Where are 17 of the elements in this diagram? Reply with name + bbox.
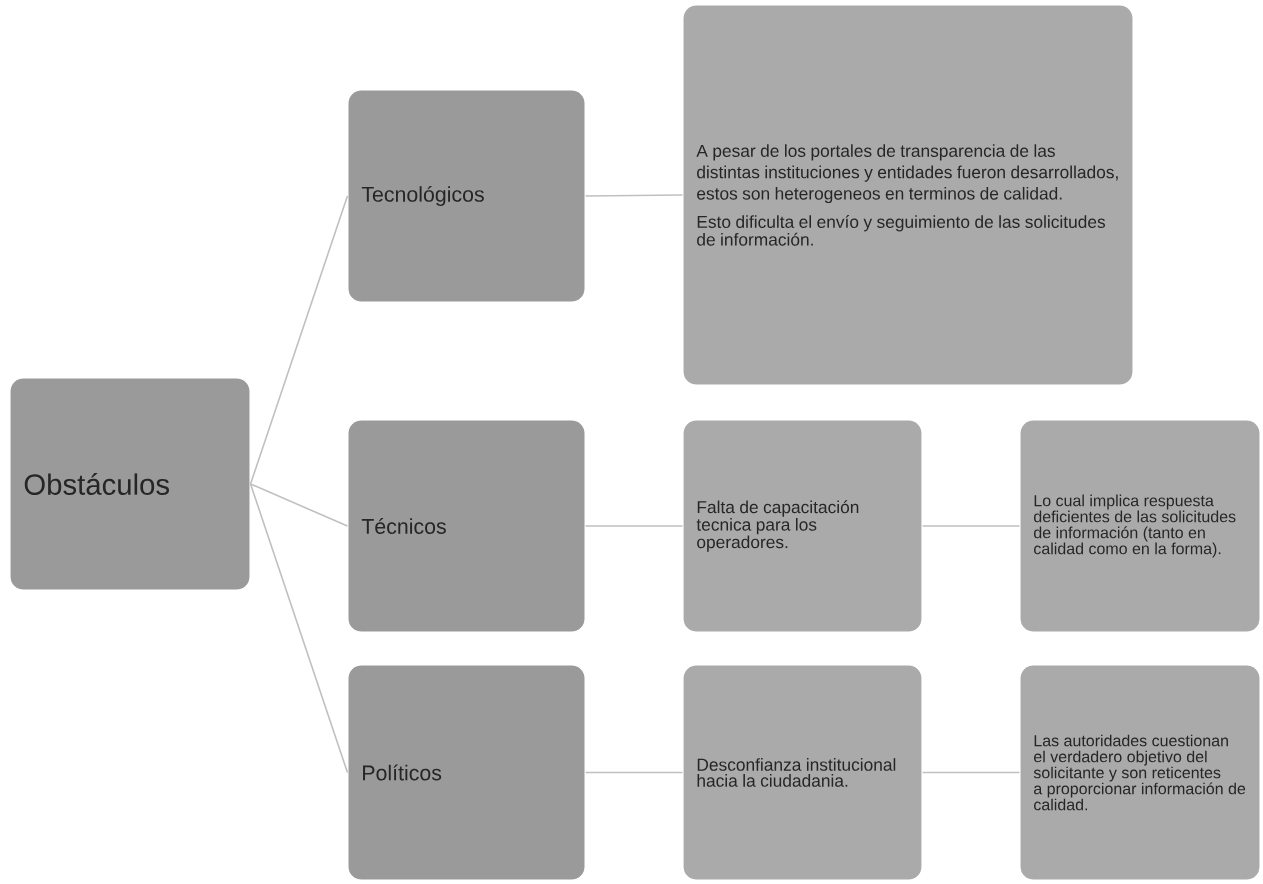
category-box: Técnicos [347, 419, 586, 633]
connector-line [249, 483, 349, 774]
description-box: Lo cual implica respuesta deficientes de las solicitudes de información (tanto en calidad como en la forma). [1019, 419, 1261, 633]
connector-line [921, 771, 1021, 774]
category-box: Políticos [347, 664, 586, 881]
connector-line [584, 771, 684, 774]
connector-line [584, 525, 684, 527]
description-box: Las autoridades cuestionan el verdadero objetivo del solicitante y son reticentes a proporcionar información de calidad. [1019, 664, 1261, 881]
category-box: Tecnológicos [347, 89, 586, 303]
connector-line [249, 483, 349, 527]
connector-line [249, 195, 349, 485]
connector-line [584, 194, 684, 197]
description-box: A pesar de los portales de transparencia de las distintas instituciones y entidades fueron desarrollados, estos son heterogeneos en terminos de calidad. Esto dificulta el envío y seguimiento de las solicitudes de información. [682, 4, 1134, 386]
connector-line [921, 525, 1021, 527]
description-box: Falta de capacitación tecnica para los operadores. [682, 419, 923, 633]
description-box: Desconfianza institucional hacia la ciudadania. [682, 664, 923, 881]
category-box: Obstáculos [9, 377, 251, 591]
